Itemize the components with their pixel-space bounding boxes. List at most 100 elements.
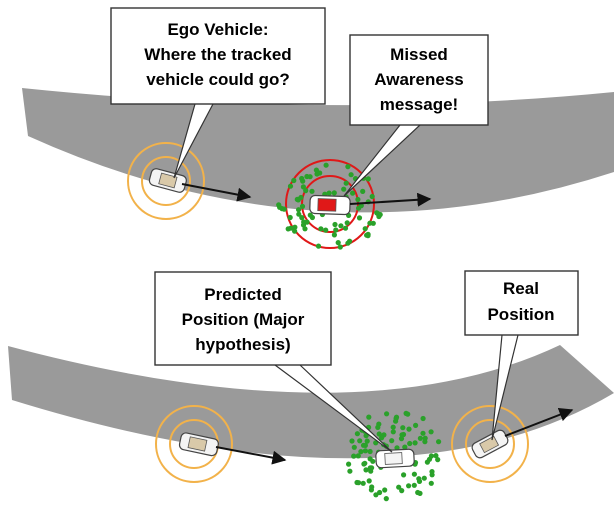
callout-predicted-line-2: Position (Major xyxy=(182,310,305,329)
particle xyxy=(355,196,361,203)
particle xyxy=(384,411,390,417)
particle xyxy=(285,226,291,232)
particle xyxy=(428,480,434,486)
predicted-vehicle xyxy=(346,410,442,502)
callout-ego-line-1: Ego Vehicle: xyxy=(167,20,268,39)
particle xyxy=(362,460,368,466)
particle xyxy=(366,414,372,420)
particle xyxy=(413,422,419,428)
particle xyxy=(331,190,337,196)
particle xyxy=(412,440,418,446)
callout-ego-line-2: Where the tracked xyxy=(144,45,291,64)
particle xyxy=(376,431,382,437)
particle xyxy=(365,231,371,237)
particle xyxy=(292,228,298,234)
particle xyxy=(292,224,298,230)
particle xyxy=(296,207,302,213)
particle xyxy=(373,492,379,498)
particle xyxy=(422,439,428,445)
particle xyxy=(299,203,306,209)
particle xyxy=(309,188,315,194)
callout-real-line-2: Position xyxy=(487,305,554,324)
particle xyxy=(411,482,417,488)
particle xyxy=(313,167,319,173)
particle xyxy=(294,196,300,202)
particle xyxy=(351,453,357,459)
particle xyxy=(356,205,362,211)
particle xyxy=(374,210,380,216)
particle xyxy=(370,458,376,464)
particle xyxy=(363,467,369,473)
callout-predicted-line-3: hypothesis) xyxy=(195,335,290,354)
particle xyxy=(366,478,372,484)
particle xyxy=(326,190,332,196)
particle xyxy=(420,415,426,422)
particle xyxy=(400,425,406,431)
particle xyxy=(337,244,343,250)
callout-missed-message: Missed Awareness message! xyxy=(343,34,489,197)
particle xyxy=(351,444,357,450)
particle xyxy=(399,488,405,494)
particle xyxy=(338,223,344,229)
callout-real-line-1: Real xyxy=(503,279,539,298)
particle xyxy=(342,225,349,231)
particle xyxy=(369,484,375,490)
particle xyxy=(345,164,351,170)
ego-vehicle-bottom xyxy=(155,405,287,483)
particle xyxy=(343,180,349,186)
particle xyxy=(417,435,423,441)
callout-real-position: Real Position xyxy=(464,270,579,441)
particle xyxy=(333,227,339,233)
particle xyxy=(402,444,408,450)
particle xyxy=(360,188,366,194)
particle xyxy=(428,429,434,435)
particle xyxy=(304,219,310,225)
particle xyxy=(335,240,341,246)
particle xyxy=(357,438,363,444)
particle xyxy=(365,176,371,182)
particle xyxy=(299,215,305,221)
particle xyxy=(421,475,427,481)
tracked-vehicle-top xyxy=(276,159,432,250)
particle xyxy=(416,478,423,484)
particle xyxy=(355,453,361,459)
particle xyxy=(291,177,297,184)
particle xyxy=(383,496,389,502)
particle xyxy=(307,174,313,180)
particle xyxy=(396,484,402,490)
particle xyxy=(405,411,411,417)
particle xyxy=(429,469,435,475)
particle xyxy=(393,414,400,420)
particle xyxy=(436,439,442,445)
particle xyxy=(349,438,355,444)
particle xyxy=(332,221,338,228)
particle xyxy=(379,435,385,441)
callout-missed-line-2: Awareness xyxy=(374,70,463,89)
road-top xyxy=(22,88,614,213)
particle xyxy=(300,184,306,190)
particle xyxy=(331,232,337,238)
particle xyxy=(362,226,368,232)
particle xyxy=(356,480,362,486)
particle xyxy=(287,183,294,189)
callout-missed-line-1: Missed xyxy=(390,45,448,64)
particle xyxy=(318,226,324,232)
callout-predicted-position: Predicted Position (Major hypothesis) xyxy=(154,271,393,453)
particle xyxy=(375,424,381,430)
particle xyxy=(406,483,412,489)
particle xyxy=(346,461,352,467)
particle xyxy=(411,471,417,477)
missed-ring-outer xyxy=(285,159,375,249)
particle xyxy=(390,424,396,430)
particle xyxy=(433,453,439,459)
particle-cloud-bottom xyxy=(346,410,442,502)
particle xyxy=(367,465,373,471)
particle xyxy=(323,227,329,233)
particle xyxy=(398,436,405,442)
particle xyxy=(341,186,347,192)
particle xyxy=(296,211,302,217)
particle xyxy=(426,456,433,462)
real-position-vehicle xyxy=(451,405,574,483)
particle xyxy=(435,457,441,463)
